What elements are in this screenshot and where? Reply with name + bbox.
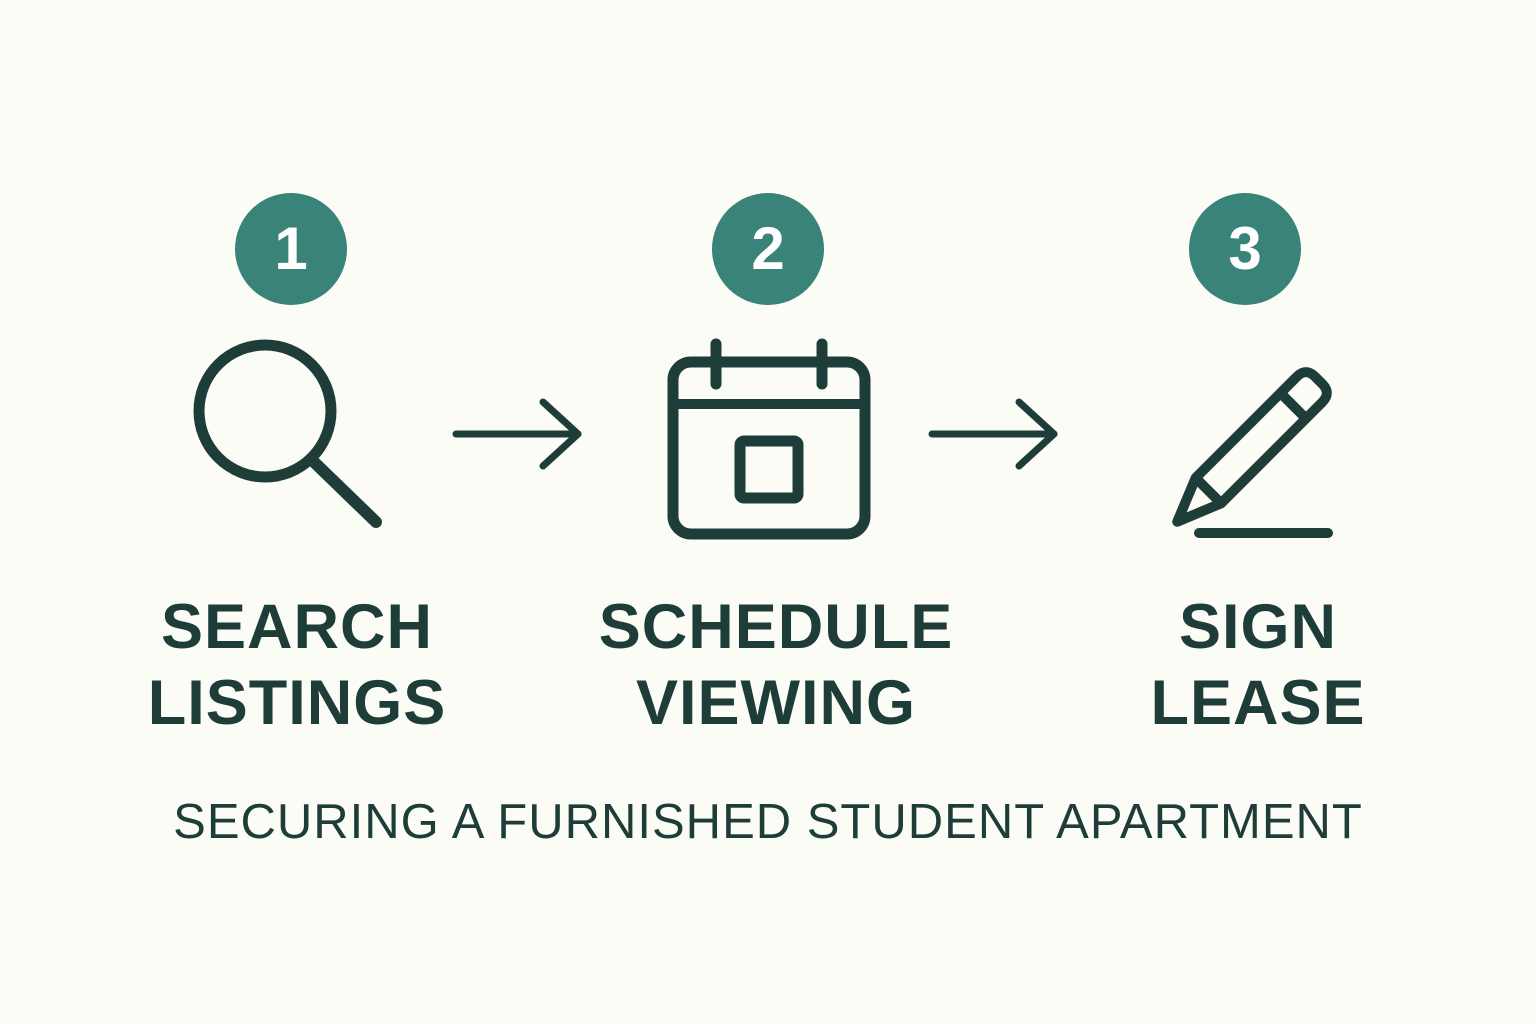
step-2-label-line-2: VIEWING — [635, 668, 916, 738]
step-3-badge: 3 — [1189, 193, 1301, 305]
search-icon — [190, 338, 390, 538]
step-2-label-line-1: SCHEDULE — [598, 592, 954, 662]
step-3-label-line-1: SIGN — [1178, 592, 1338, 662]
pencil-icon — [1155, 332, 1365, 547]
step-3-label-line-2: LEASE — [1150, 668, 1366, 738]
diagram-caption: SECURING A FURNISHED STUDENT APARTMENT — [173, 795, 1363, 849]
step-1-badge: 1 — [235, 193, 347, 305]
arrow-right-icon — [452, 398, 588, 470]
step-1-label: SEARCH LISTINGS — [87, 589, 507, 741]
step-1-label-line-2: LISTINGS — [147, 668, 447, 738]
step-1-label-line-1: SEARCH — [160, 592, 434, 662]
step-3-label: SIGN LEASE — [1048, 589, 1468, 741]
arrow-right-icon — [928, 398, 1064, 470]
calendar-icon — [664, 336, 874, 546]
step-2-badge: 2 — [712, 193, 824, 305]
step-2-label: SCHEDULE VIEWING — [566, 589, 986, 741]
